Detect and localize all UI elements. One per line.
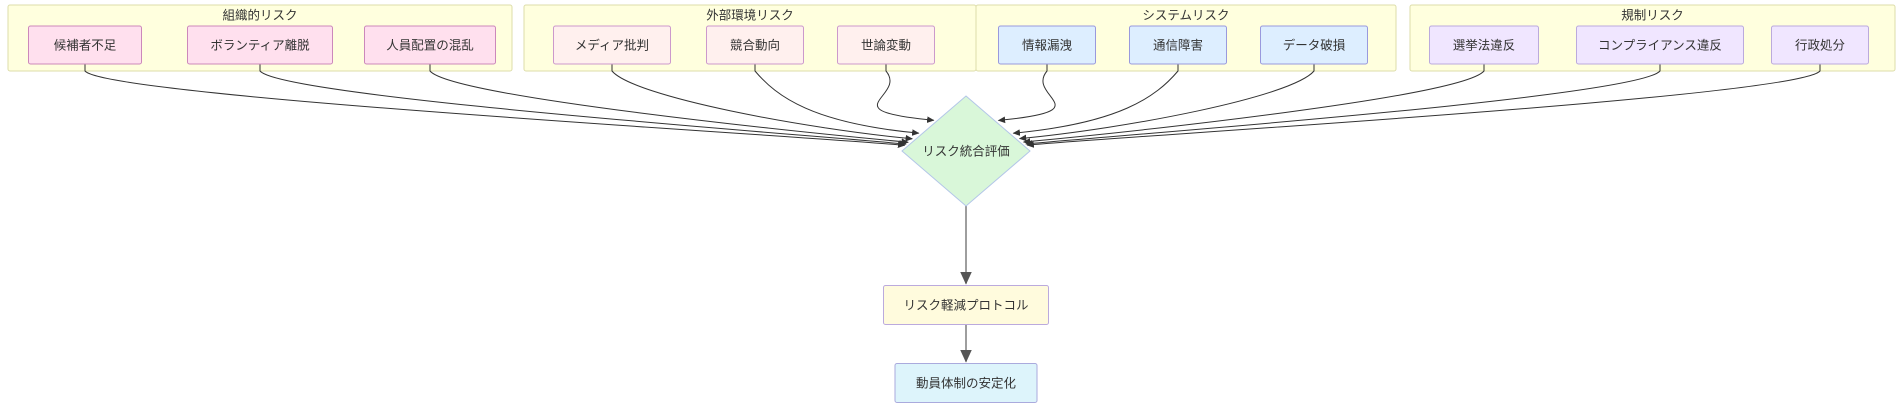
edge-group: [84, 64, 1821, 363]
node-shape-rect[interactable]: [998, 25, 1096, 65]
cluster-title: 組織的リスク: [222, 7, 297, 22]
node-label: 動員体制の安定化: [916, 375, 1017, 390]
node-label: 通信障害: [1153, 37, 1203, 52]
node-shape-rect[interactable]: [1260, 25, 1368, 65]
node-election-law[interactable]: 選挙法違反: [1429, 25, 1539, 65]
node-label: 情報漏洩: [1022, 37, 1073, 52]
node-media-criticism[interactable]: メディア批判: [553, 25, 671, 65]
edge-comm-to-assessment: [1012, 64, 1179, 136]
node-volunteer-attrition[interactable]: ボランティア離脱: [187, 25, 333, 65]
node-shape-rect[interactable]: [706, 25, 804, 65]
node-staffing-confusion[interactable]: 人員配置の混乱: [364, 25, 496, 65]
node-label: 候補者不足: [54, 38, 117, 52]
edge-candidate-to-assessment: [84, 64, 906, 149]
node-shape-rect[interactable]: [364, 25, 496, 65]
edge-opinion-to-assessment: [876, 64, 935, 123]
node-shape-rect[interactable]: [1129, 25, 1227, 65]
edge-media-to-assessment: [611, 64, 913, 142]
node-info-leak[interactable]: 情報漏洩: [998, 25, 1096, 65]
edge-volunteer-to-assessment: [259, 64, 907, 147]
edge-election-to-assessment: [1022, 64, 1485, 145]
node-label: 競合動向: [730, 37, 780, 52]
node-shape-rect[interactable]: [187, 25, 333, 65]
node-label: 選挙法違反: [1453, 38, 1516, 52]
node-shape-rect[interactable]: [894, 363, 1038, 403]
node-shape-rect[interactable]: [1771, 25, 1869, 65]
node-label: 行政処分: [1795, 38, 1845, 52]
node-public-opinion[interactable]: 世論変動: [837, 25, 935, 65]
node-comm-failure[interactable]: 通信障害: [1129, 25, 1227, 65]
node-label: ボランティア離脱: [210, 37, 310, 52]
node-label: データ破損: [1283, 37, 1346, 52]
node-group: 候補者不足 ボランティア離脱 人員配置の混乱 メディア批判 競合動向 世論変動 情報漏洩 通信…: [28, 25, 1869, 403]
node-shape-rect[interactable]: [28, 25, 142, 65]
node-shape-rect[interactable]: [553, 25, 671, 65]
node-label: リスク統合評価: [922, 143, 1010, 158]
node-candidate-shortage[interactable]: 候補者不足: [28, 25, 142, 65]
edge-staffing-to-assessment: [429, 64, 909, 145]
node-label: コンプライアンス違反: [1598, 38, 1722, 52]
node-mitigation-protocol[interactable]: リスク軽減プロトコル: [883, 285, 1049, 325]
node-label: リスク軽減プロトコル: [903, 297, 1028, 312]
node-shape-rect[interactable]: [1429, 25, 1539, 65]
node-label: 人員配置の混乱: [386, 38, 474, 52]
node-mobilization-stability[interactable]: 動員体制の安定化: [894, 363, 1038, 403]
node-shape-rect[interactable]: [1576, 25, 1744, 65]
node-label: 世論変動: [861, 37, 911, 52]
edge-competitor-to-assessment: [754, 64, 920, 136]
edge-administrative-to-assessment: [1026, 64, 1821, 148]
node-shape-diamond[interactable]: [901, 95, 1031, 207]
node-competitor-trends[interactable]: 競合動向: [706, 25, 804, 65]
node-shape-rect[interactable]: [837, 25, 935, 65]
node-risk-assessment[interactable]: リスク統合評価: [901, 95, 1031, 207]
node-data-corruption[interactable]: データ破損: [1260, 25, 1368, 65]
cluster-title: システムリスク: [1142, 8, 1229, 22]
cluster-title: 外部環境リスク: [706, 7, 794, 22]
node-administrative[interactable]: 行政処分: [1771, 25, 1869, 65]
cluster-title: 規制リスク: [1621, 7, 1684, 22]
node-compliance[interactable]: コンプライアンス違反: [1576, 25, 1744, 65]
node-label: メディア批判: [575, 37, 649, 52]
edge-compliance-to-assessment: [1025, 64, 1661, 147]
edge-leak-to-assessment: [997, 64, 1056, 124]
edge-data-to-assessment: [1018, 64, 1315, 142]
node-shape-rect[interactable]: [883, 285, 1049, 325]
